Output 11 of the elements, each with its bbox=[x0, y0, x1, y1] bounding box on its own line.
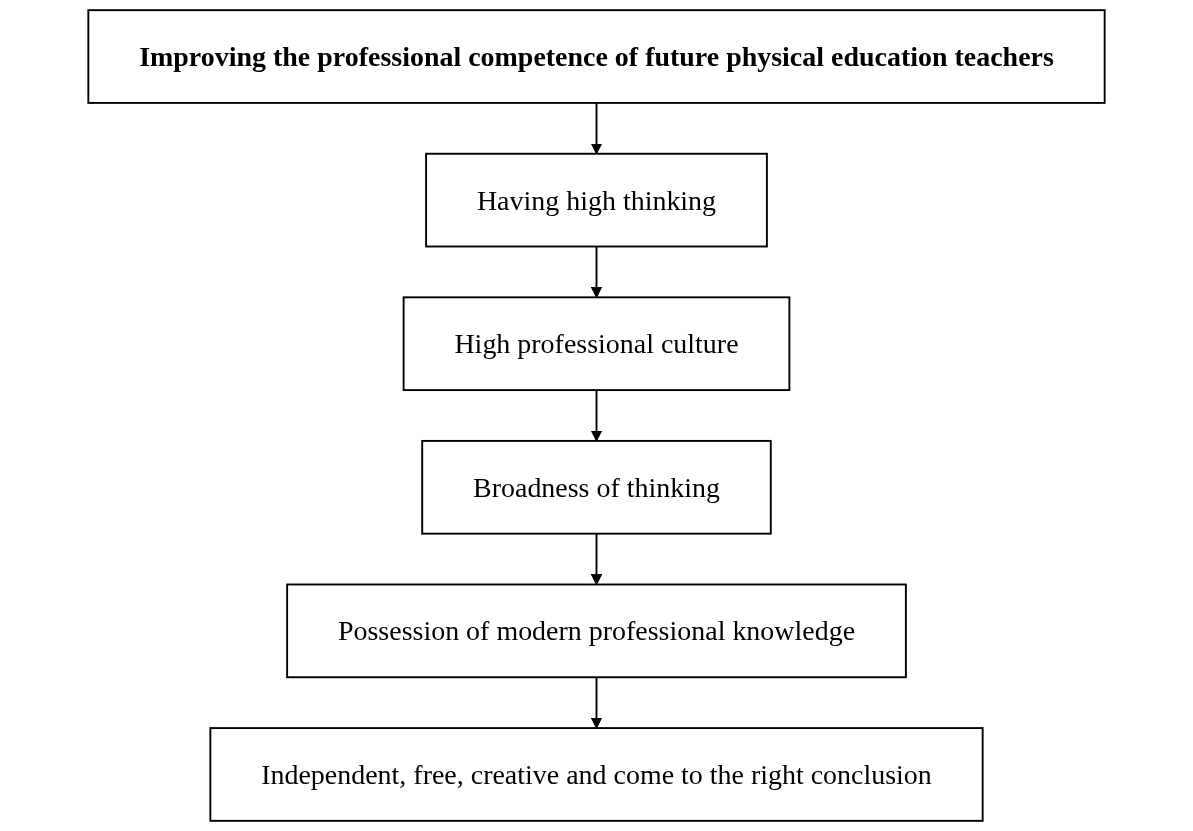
node-box: Broadness of thinking bbox=[421, 439, 772, 535]
node-box: Possession of modern professional knowledge bbox=[286, 583, 907, 679]
arrow bbox=[590, 245, 603, 298]
arrow bbox=[590, 676, 603, 729]
arrow bbox=[590, 532, 603, 585]
node-box: High professional culture bbox=[402, 296, 791, 392]
node-box: Independent, free, creative and come to the right conclusion bbox=[209, 727, 984, 822]
node-box: Improving the professional competence of future physical education teachers bbox=[87, 9, 1106, 104]
node-box: Having high thinking bbox=[425, 152, 768, 248]
arrow bbox=[590, 389, 603, 442]
arrow bbox=[590, 101, 603, 155]
